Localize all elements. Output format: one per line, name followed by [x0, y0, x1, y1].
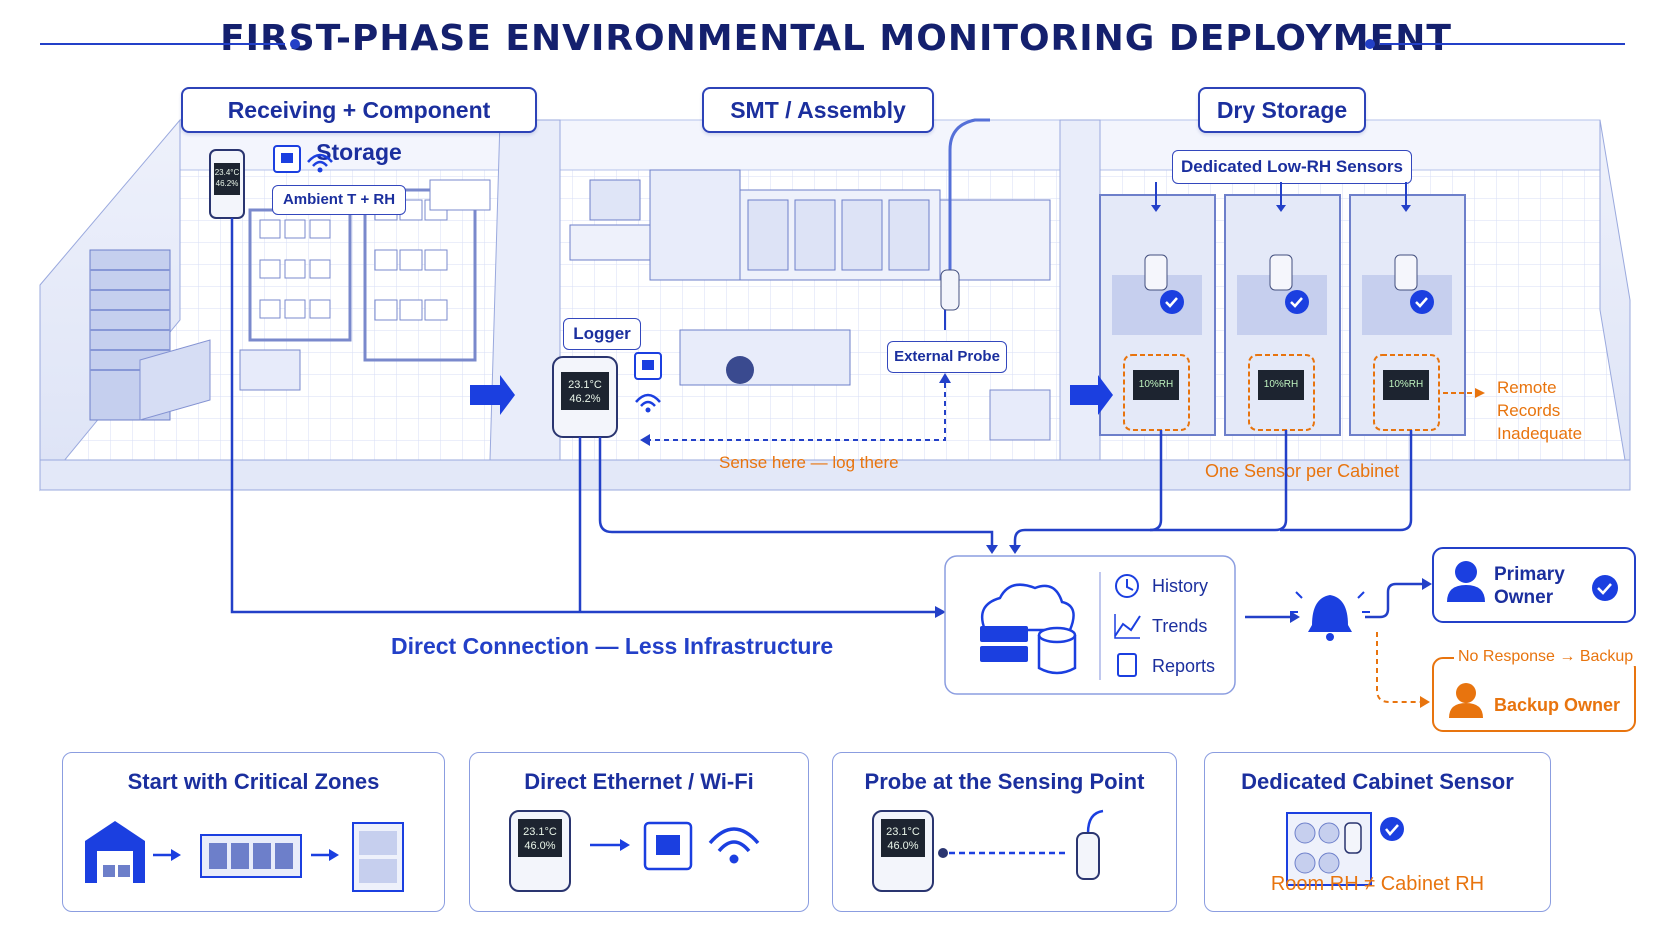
one-sensor-note: One Sensor per Cabinet [1205, 461, 1400, 481]
primary-owner-label: Primary Owner [1494, 563, 1565, 609]
zone-label-dry-storage: Dry Storage [1198, 87, 1366, 133]
card-title: Probe at the Sensing Point [864, 769, 1145, 794]
card-probe-sensing-point: Probe at the Sensing Point 23.1°C 46.0% [832, 752, 1177, 912]
card-device-display: 23.1°C 46.0% [518, 825, 562, 853]
card-title: Dedicated Cabinet Sensor [1241, 769, 1514, 794]
page-title: FIRST-PHASE ENVIRONMENTAL MONITORING DEP… [220, 18, 1452, 59]
remote-records-note: Remote Records Inadequate [1497, 376, 1582, 445]
card-critical-zones: Start with Critical Zones [62, 752, 445, 912]
card-ethernet-illustration [509, 810, 760, 892]
card-dedicated-cabinet: Dedicated Cabinet Sensor Room RH ≠ Cabin… [1204, 752, 1551, 912]
card-title: Start with Critical Zones [127, 769, 380, 794]
ambient-sensor-label: Ambient T + RH [272, 185, 406, 215]
backup-owner-label: Backup Owner [1494, 695, 1621, 715]
logger-label: Logger [563, 318, 641, 350]
external-probe-label: External Probe [887, 341, 1007, 373]
cabinet-display-2: 10%RH [1263, 379, 1299, 390]
no-response-note: No Response → Backup [1454, 648, 1638, 666]
platform-item-reports[interactable]: Reports [1152, 656, 1216, 676]
reading-rh: 46.0% [887, 840, 919, 852]
reading-rh: 46.0% [524, 840, 556, 852]
reading-rh: 46.2% [569, 393, 601, 405]
platform-item-history[interactable]: History [1152, 576, 1209, 596]
cabinet-display-1: 10%RH [1138, 379, 1174, 390]
room-vs-cabinet-note: Room RH ≠ Cabinet RH [1270, 873, 1485, 895]
remote-records-line: Inadequate [1497, 424, 1583, 443]
reading-temp: 23.4°C [214, 168, 240, 177]
reading-rh: 46.2% [215, 179, 239, 188]
platform-item-trends[interactable]: Trends [1152, 616, 1208, 636]
zone-label-smt: SMT / Assembly [702, 87, 934, 133]
zone-label-receiving: Receiving + Component Storage [181, 87, 537, 165]
direct-connection-caption: Direct Connection — Less Infrastructure [391, 633, 834, 659]
reading-temp: 23.1°C [523, 826, 557, 838]
cabinet-display-3: 10%RH [1388, 379, 1424, 390]
card-title: Direct Ethernet / Wi-Fi [524, 769, 754, 794]
reading-temp: 23.1°C [886, 826, 920, 838]
card-zones-illustration [85, 821, 404, 892]
dedicated-sensors-label: Dedicated Low-RH Sensors [1172, 150, 1412, 184]
ambient-sensor-display: 23.4°C 46.2% [214, 167, 240, 189]
card-direct-ethernet: Direct Ethernet / Wi-Fi 23.1°C 46.0% [469, 752, 809, 912]
logger-display: 23.1°C 46.2% [561, 378, 609, 406]
card-cabinet-illustration [1286, 812, 1404, 886]
primary-owner-line: Owner [1494, 587, 1554, 608]
reading-temp: 23.1°C [568, 379, 602, 391]
primary-owner-line: Primary [1494, 564, 1565, 585]
sense-here-note: Sense here — log there [719, 453, 899, 472]
card-device-display: 23.1°C 46.0% [881, 825, 925, 853]
remote-records-line: Remote [1497, 378, 1557, 397]
remote-records-line: Records [1497, 401, 1561, 420]
card-probe-illustration [872, 809, 1104, 892]
